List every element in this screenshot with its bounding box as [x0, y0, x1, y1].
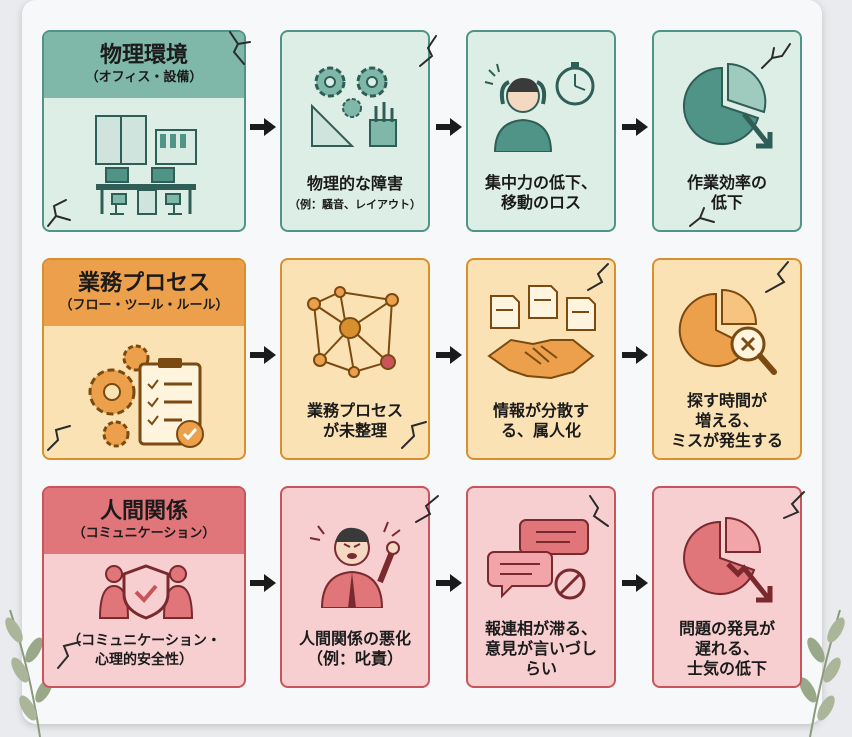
step-caption: 作業効率の 低下 [658, 162, 796, 224]
step-caption: 探す時間が 増える、 ミスが発生する [658, 390, 796, 452]
step-caption: 業務プロセス が未整理 [286, 390, 424, 452]
step-icon-area [282, 284, 428, 380]
crack-decoration-icon [415, 495, 439, 523]
flow-arrow-icon [436, 574, 462, 592]
step-search-time-mistakes: 探す時間が 増える、 ミスが発生する [652, 258, 802, 460]
flow-arrow-icon [436, 346, 462, 364]
category-business-process: 業務プロセス （フロー・ツール・ルール） [42, 258, 246, 460]
caption-line: が未整理 [322, 421, 387, 440]
category-title: 人間関係 [99, 499, 188, 524]
stressed-person-stopwatch-icon [484, 62, 595, 152]
crack-decoration-icon [401, 421, 427, 449]
tangled-network-icon [307, 286, 399, 378]
declining-pie-chart-icon [682, 62, 773, 149]
category-human-relations: 人間関係 （コミュニケーション） （コミュニケーション・ 心理的安全性） [42, 486, 246, 688]
note-line: （コミュニケーション・ [67, 633, 221, 649]
category-physical-environment: 物理環境 （オフィス・設備） [42, 30, 246, 232]
category-subtitle: （コミュニケーション） [72, 526, 216, 541]
caption-line: 探す時間が [686, 391, 767, 410]
crack-decoration-icon [47, 199, 71, 227]
step-scattered-info: 情報が分散す る、属人化 [466, 258, 616, 460]
crack-decoration-icon [761, 43, 791, 69]
step-caption: 物理的な障害 （例：騒音、レイアウト） [286, 162, 424, 224]
caption-line: 低下 [710, 193, 743, 212]
caption-line: 報連相が滞る、 [484, 619, 597, 638]
pie-chart-magnifier-icon [678, 288, 777, 375]
crack-decoration-icon [229, 31, 251, 65]
category-header: 物理環境 （オフィス・設備） [44, 32, 244, 98]
caption-line: る、属人化 [500, 421, 581, 440]
caption-line: 業務プロセス [306, 401, 403, 420]
step-late-detection-morale: 問題の発見が 遅れる、 士気の低下 [652, 486, 802, 688]
caption-line: 移動のロス [500, 193, 581, 212]
caption-line: 遅れる、 [694, 639, 759, 658]
crack-decoration-icon [589, 495, 609, 527]
category-subtitle: （フロー・ツール・ルール） [59, 298, 229, 313]
step-caption: 問題の発見が 遅れる、 士気の低下 [658, 618, 796, 680]
step-caption: 人間関係の悪化 （例：叱責） [286, 618, 424, 680]
step-icon-area [468, 512, 614, 608]
step-efficiency-drop: 作業効率の 低下 [652, 30, 802, 232]
step-physical-obstacles: 物理的な障害 （例：騒音、レイアウト） [280, 30, 430, 232]
category-title: 物理環境 [99, 43, 188, 68]
caption-line: 人間関係の悪化 [298, 629, 411, 648]
caption-line: 増える、 [695, 411, 759, 430]
step-icon-area [654, 56, 800, 152]
flow-arrow-icon [622, 118, 648, 136]
flow-arrow-icon [250, 574, 276, 592]
falling-pie-chart-icon [683, 516, 773, 603]
caption-example: （例：騒音、レイアウト） [289, 197, 421, 211]
step-worsening-relations: 人間関係の悪化 （例：叱責） [280, 486, 430, 688]
category-header: 人間関係 （コミュニケーション） [44, 488, 244, 554]
handshake-documents-icon [487, 285, 596, 380]
step-icon-area [468, 284, 614, 380]
people-shield-icon [98, 564, 194, 620]
crack-decoration-icon [47, 425, 71, 451]
step-focus-loss: 集中力の低下、 移動のロス [466, 30, 616, 232]
crack-decoration-icon [57, 641, 81, 669]
step-icon-area [468, 56, 614, 152]
note-line: 心理的安全性） [95, 652, 193, 668]
crack-decoration-icon [587, 263, 609, 291]
crack-decoration-icon [689, 207, 715, 227]
caption-line: 情報が分散す [492, 401, 589, 420]
category-header: 業務プロセス （フロー・ツール・ルール） [44, 260, 244, 326]
category-note: （コミュニケーション・ 心理的安全性） [44, 632, 244, 670]
flow-arrow-icon [436, 118, 462, 136]
caption-line: 作業効率の [686, 173, 767, 192]
crack-decoration-icon [765, 261, 789, 293]
flow-arrow-icon [622, 346, 648, 364]
crack-decoration-icon [783, 491, 805, 519]
laurel-left-icon [5, 609, 53, 737]
step-icon-area [282, 56, 428, 152]
caption-line: 士気の低下 [686, 659, 767, 678]
gears-checklist-icon [88, 344, 204, 448]
step-communication-blocked: 報連相が滞る、 意見が言いづし らい [466, 486, 616, 688]
angry-boss-icon [309, 521, 401, 608]
category-title: 業務プロセス [77, 271, 210, 296]
step-icon-area [654, 512, 800, 608]
caption-line: 意見が言いづし [484, 639, 597, 658]
step-unorganized-process: 業務プロセス が未整理 [280, 258, 430, 460]
category-subtitle: （オフィス・設備） [85, 70, 203, 85]
step-icon-area [654, 284, 800, 380]
flow-arrow-icon [250, 118, 276, 136]
step-icon-area [282, 512, 428, 608]
caption-example: （例：叱責） [306, 649, 403, 668]
caption-line: 問題の発見が [678, 619, 775, 638]
step-caption: 集中力の低下、 移動のロス [472, 162, 610, 224]
caption-line: 集中力の低下、 [484, 173, 597, 192]
flow-arrow-icon [622, 574, 648, 592]
step-caption: 情報が分散す る、属人化 [472, 390, 610, 452]
gears-tools-icon [311, 66, 397, 147]
speech-bubbles-blocked-icon [487, 519, 589, 600]
crack-decoration-icon [419, 35, 437, 67]
caption-line: らい [524, 659, 557, 678]
flow-arrow-icon [250, 346, 276, 364]
laurel-right-icon [799, 609, 845, 737]
office-desk-icon [95, 115, 197, 215]
caption-line: 物理的な障害 [306, 173, 403, 193]
caption-line: ミスが発生する [670, 431, 783, 450]
step-caption: 報連相が滞る、 意見が言いづし らい [472, 618, 610, 680]
